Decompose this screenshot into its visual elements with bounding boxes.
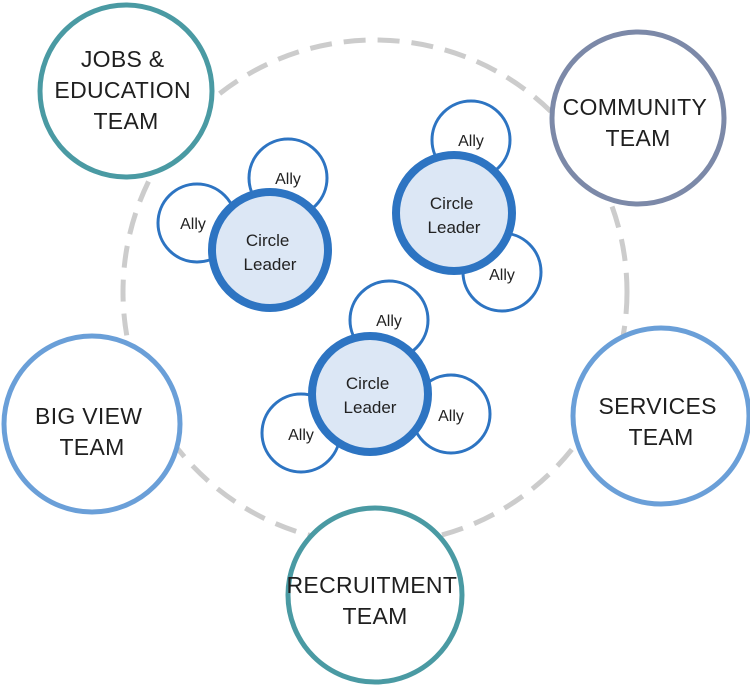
ally-label: Ally	[458, 133, 484, 150]
team-services: SERVICES TEAM	[570, 325, 750, 507]
team-big-view-circle	[1, 333, 183, 515]
svg-text:SERVICES TEAM: SERVICES TEAM	[598, 393, 723, 450]
svg-text:BIG VIEW TEAM: BIG VIEW TEAM	[35, 403, 149, 460]
svg-text:Circle Leader: Circle Leader	[428, 194, 481, 237]
ally-label: Ally	[275, 171, 301, 188]
ally-label: Ally	[288, 427, 314, 444]
team-services-circle	[570, 325, 750, 507]
ally-label: Ally	[376, 313, 402, 330]
team-jobs-education-circle	[37, 2, 215, 180]
svg-text:JOBS & EDUCATION T: JOBS & EDUCATION TEAM	[54, 46, 197, 134]
svg-text:COMMUNITY TEAM: COMMUNITY TEAM	[563, 94, 714, 151]
svg-text:Circle Leader: Circle Leader	[244, 231, 297, 274]
team-recruitment-label-1: RECRUITMENT	[287, 572, 457, 598]
team-services-label-1: SERVICES	[598, 393, 716, 419]
team-big-view-label-2: TEAM	[59, 434, 124, 460]
team-community-label-2: TEAM	[605, 125, 670, 151]
circle-group-3: Ally Ally Ally Circle Leader	[260, 279, 492, 474]
team-community-circle	[549, 29, 727, 207]
team-community: COMMUNITY TEAM	[549, 29, 727, 207]
circle-leader-label-1: Circle	[430, 194, 473, 213]
team-jobs-label-2: EDUCATION	[54, 77, 190, 103]
svg-text:Circle Leader: Circle Leader	[344, 374, 397, 417]
circle-leader-label-1: Circle	[246, 231, 289, 250]
team-recruitment-label-2: TEAM	[342, 603, 407, 629]
circle-group-2: Ally Ally Circle Leader	[392, 99, 543, 313]
team-recruitment: RECRUITMENT TEAM	[285, 505, 465, 685]
svg-text:RECRUITMENT TEAM: RECRUITMENT TEAM	[287, 572, 464, 629]
team-jobs-education: JOBS & EDUCATION TEAM	[37, 2, 215, 180]
circle-leader-circle	[308, 332, 432, 456]
circle-leader-label-1: Circle	[346, 374, 389, 393]
ally-label: Ally	[180, 216, 206, 233]
team-big-view-label-1: BIG VIEW	[35, 403, 142, 429]
circle-leader-circle	[392, 151, 516, 275]
team-jobs-label-1: JOBS &	[81, 46, 165, 72]
team-recruitment-circle	[285, 505, 465, 685]
team-jobs-label-3: TEAM	[93, 108, 158, 134]
ally-label: Ally	[489, 267, 515, 284]
ally-label: Ally	[438, 408, 464, 425]
circle-leader-label-2: Leader	[428, 218, 481, 237]
circle-leader-circle	[208, 188, 332, 312]
circle-leader-label-2: Leader	[344, 398, 397, 417]
team-big-view: BIG VIEW TEAM	[1, 333, 183, 515]
circle-group-1: Ally Ally Circle Leader	[156, 137, 332, 312]
team-community-label-1: COMMUNITY	[563, 94, 707, 120]
team-services-label-2: TEAM	[628, 424, 693, 450]
circle-leader-label-2: Leader	[244, 255, 297, 274]
